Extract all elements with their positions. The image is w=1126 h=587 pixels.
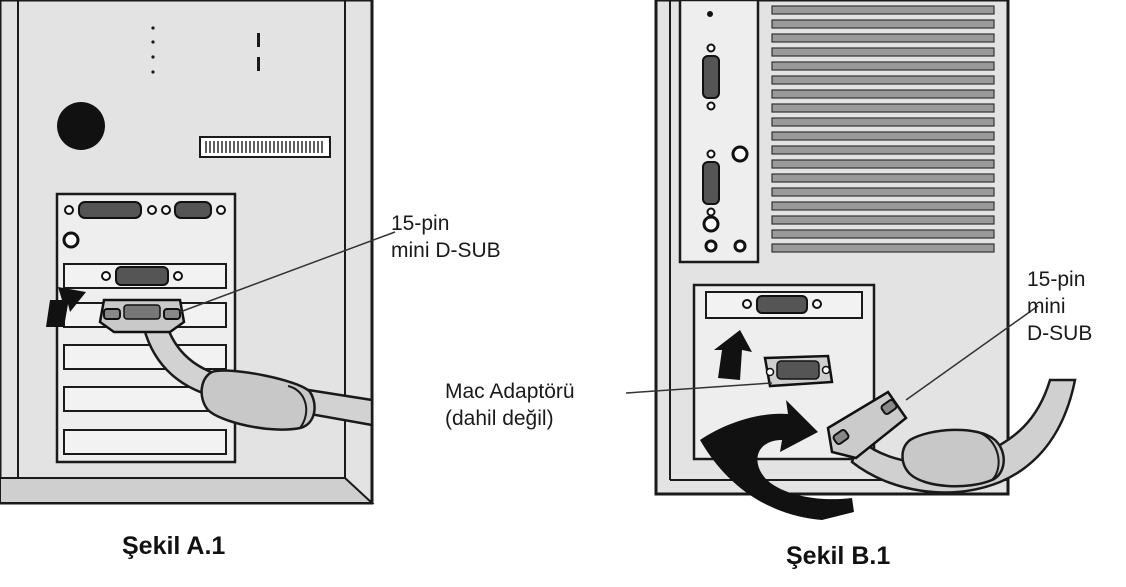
expansion-slot-2-a [63,344,227,370]
mac-adapter-b [763,354,834,388]
connector-label-a-line-2: mini D-SUB [391,239,501,262]
card-dots-b [707,11,713,17]
connector-label-a-line-1: 15-pin [391,212,450,235]
leader-line-b-connector [905,305,1039,401]
leader-line-a [179,231,396,313]
adapter-label-b-line-1: Mac Adaptörü [445,380,575,403]
vga-plug-b [826,390,908,460]
pc-case-base-a [0,477,375,504]
parallel-port-a [64,201,157,219]
adapter-label-b: Mac Adaptörü (dahil değil) [445,378,575,432]
audio-jack-a [62,231,80,249]
connector-label-b: 15-pin mini D-SUB [1027,266,1092,347]
vga-plug-a [98,298,186,334]
expansion-slot-4-a [63,429,227,455]
serial-port-b-2 [702,149,720,217]
vga-port-b [742,295,822,314]
figure-b: 15-pin mini D-SUB Mac Adaptörü (dahil de… [445,0,1126,587]
adapter-label-b-line-2: (dahil değil) [445,407,554,430]
audio-jack-b-1 [731,145,749,163]
vga-port-a [101,266,183,286]
insert-arrow-a [46,287,86,327]
leader-line-b-adapter [625,382,773,394]
connector-label-b-line-3: D-SUB [1027,322,1093,345]
audio-jack-b-2 [702,215,720,233]
audio-jack-b-4 [733,239,747,253]
caption-a: Şekil A.1 [122,532,226,560]
serial-port-a [161,201,226,219]
big-insert-arrow-b [700,400,854,520]
card-panel-b [678,0,760,264]
insert-arrow-b [714,330,752,380]
vent-grille-b [771,5,995,253]
caption-b: Şekil B.1 [786,542,891,570]
audio-jack-b-3 [704,239,718,253]
figure-a-drawing [0,0,396,505]
connector-label-b-line-2: mini [1027,295,1066,318]
serial-port-b-1 [702,43,720,111]
vent-dots-a [151,26,260,74]
figure-a: 15-pin mini D-SUB Şekil A.1 [0,0,560,587]
connector-label-b-line-1: 15-pin [1027,268,1086,291]
connector-label-a: 15-pin mini D-SUB [391,210,501,264]
barcode-bars-a [205,141,323,153]
power-socket-a [57,102,105,150]
figure-b-drawing [625,0,1077,520]
